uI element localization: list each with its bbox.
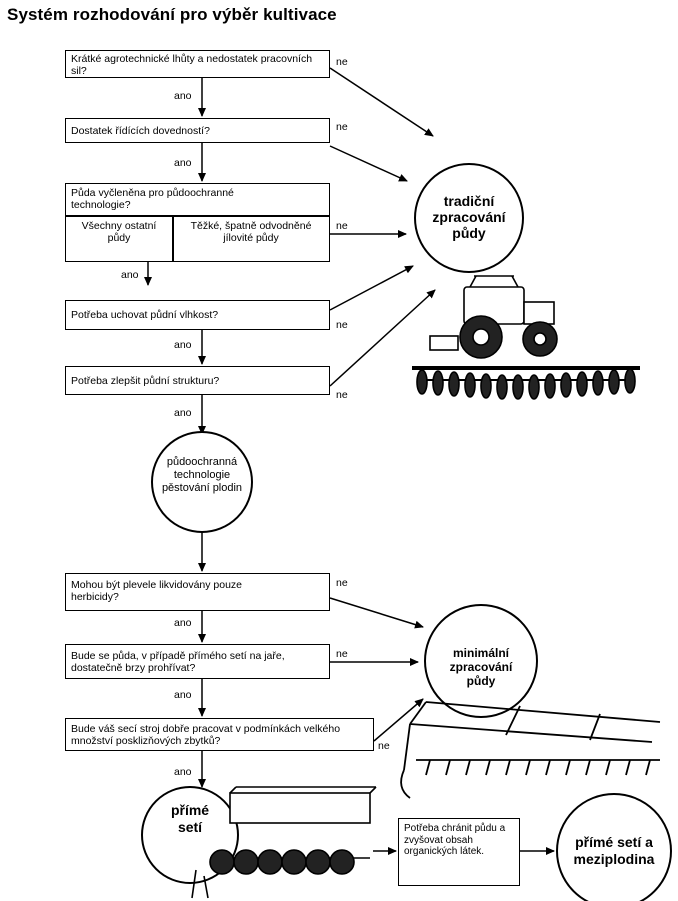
traditional-circle [414,163,524,273]
question-q7: Bude se půda, v případě přímého setí na … [65,644,330,679]
question-q3-text: Půda vyčleněna pro půdoochranné technolo… [71,187,234,211]
question-q5: Potřeba zlepšit půdní strukturu? [65,366,330,395]
question-q2: Dostatek řídících dovedností? [65,118,330,143]
outcome-traditional: tradiční zpracování půdy [432,193,506,241]
question-q3-option-left: Všechny ostatní půdy [81,220,157,244]
label-yes-4: ano [174,339,192,351]
outcome-direct: přímé setí [170,802,210,835]
direct-cover-circle [556,793,672,901]
seed-drill-illustration [191,786,377,899]
label-no-2: ne [336,121,348,133]
label-yes-5: ano [174,407,192,419]
question-q6: Mohou být plevele likvidovány pouze herb… [65,573,330,611]
conservation-circle [151,431,253,533]
question-q9: Potřeba chránit půdu a zvyšovat obsah or… [398,818,520,886]
question-q3-hline [65,215,330,217]
label-yes-8: ano [174,766,192,778]
question-q8: Bude váš secí stroj dobře pracovat v pod… [65,718,374,751]
tractor-illustration [412,275,640,400]
arrow-q6-no [329,597,424,629]
question-q3-vline [172,215,174,262]
label-no-3: ne [336,220,348,232]
page-title: Systém rozhodování pro výběr kultivace [7,5,337,24]
arrow-q1-no [329,67,434,137]
question-q8-text: Bude váš secí stroj dobře pracovat v pod… [71,723,341,747]
label-yes-6: ano [174,617,192,629]
label-yes-1: ano [174,90,192,102]
question-q7-text: Bude se půda, v případě přímého setí na … [71,650,285,674]
cultivator-illustration [400,701,661,799]
label-no-1: ne [336,56,348,68]
minimal-circle [424,604,538,718]
outcome-direct-cover: přímé setí a meziplodina [573,834,655,867]
label-no-8: ne [378,740,390,752]
question-q5-text: Potřeba zlepšit půdní strukturu? [71,375,220,387]
question-q2-text: Dostatek řídících dovedností? [71,125,210,137]
label-yes-3: ano [121,269,139,281]
arrow-q8-no [373,698,424,742]
question-q9-text: Potřeba chránit půdu a zvyšovat obsah or… [404,823,506,857]
question-q1: Krátké agrotechnické lhůty a nedostatek … [65,50,330,78]
outcome-minimal: minimální zpracování půdy [449,646,513,688]
label-no-4: ne [336,319,348,331]
question-q3: Půda vyčleněna pro půdoochranné technolo… [65,183,330,262]
question-q1-text: Krátké agrotechnické lhůty a nedostatek … [71,53,313,77]
question-q3-option-right: Těžké, špatně odvodněné jílovité půdy [190,220,312,244]
question-q4: Potřeba uchovat půdní vlhkost? [65,300,330,330]
arrow-q4-no [329,265,414,311]
label-no-5: ne [336,389,348,401]
label-yes-7: ano [174,689,192,701]
question-q6-text: Mohou být plevele likvidovány pouze herb… [71,579,243,603]
label-no-6: ne [336,577,348,589]
label-no-7: ne [336,648,348,660]
arrow-q2-no [329,145,408,182]
outcome-conservation: půdoochranná technologie pěstování plodi… [161,456,243,494]
question-q4-text: Potřeba uchovat půdní vlhkost? [71,309,219,321]
arrow-q5-no [329,289,436,387]
label-yes-2: ano [174,157,192,169]
